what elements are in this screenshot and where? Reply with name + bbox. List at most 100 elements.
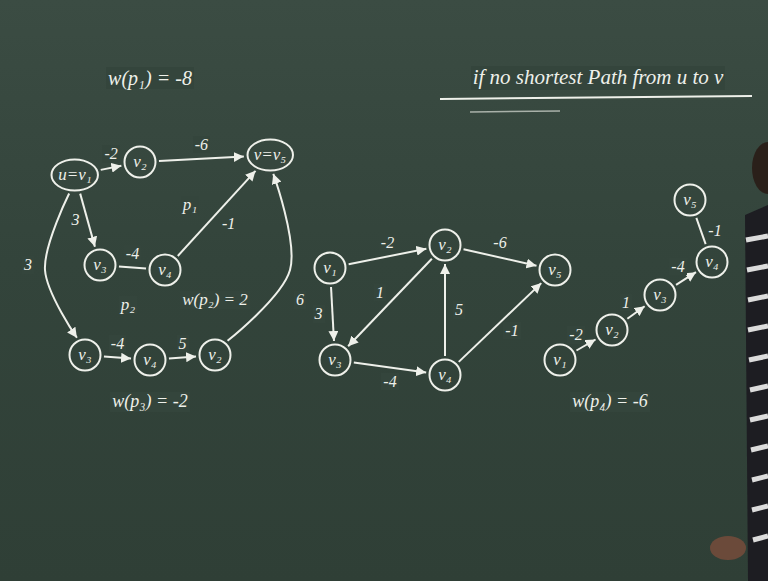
graph-vertex: v₄	[695, 245, 729, 279]
vertex-text: u=v₁	[58, 166, 91, 185]
vertex-circle	[150, 255, 181, 286]
vertex-name: v₃	[93, 256, 106, 275]
edge-weight: -4	[124, 245, 141, 263]
edge-weight: -2	[379, 234, 396, 252]
vertex-name: u=v₁	[58, 166, 91, 185]
vertex-name: v₁	[323, 259, 336, 278]
graph-edge	[354, 363, 426, 373]
annotation: w(p₁) = -8	[106, 67, 194, 89]
annotation: w(p₃) = -2	[110, 392, 189, 412]
vertex-name: v₂	[208, 346, 221, 365]
graph-vertex: v₂	[123, 145, 157, 179]
vertex-text: v₂	[208, 346, 221, 365]
vertex-circle	[85, 250, 116, 281]
graph-vertex: v₅	[538, 253, 572, 287]
vertex-text: v₄	[158, 261, 171, 280]
edge-weight: -6	[193, 136, 210, 154]
edge-weight: 1	[374, 284, 386, 302]
vertex-name: v₄	[143, 351, 156, 370]
edge-weight: -6	[491, 234, 508, 252]
vertex-circle	[125, 147, 156, 178]
graph-vertex: v₄	[428, 358, 462, 392]
graph-vertex: u=v₁	[50, 158, 99, 192]
edge-weight: 1	[620, 294, 632, 312]
vertex-text: v₃	[78, 346, 91, 365]
vertex-name: v₄	[705, 253, 718, 272]
vertex-text: v₄	[438, 366, 451, 385]
graph-vertex: v₁	[313, 251, 347, 285]
graph-vertex: v₅	[673, 183, 707, 217]
vertex-name: v₅	[683, 191, 696, 210]
graph-edge	[104, 356, 131, 358]
vertex-name: v₁	[553, 351, 566, 370]
annotation: p₁	[181, 196, 199, 215]
graph-edge	[464, 249, 537, 266]
graph-edge	[119, 266, 146, 268]
graph-edge	[159, 156, 244, 161]
vertex-circle	[430, 230, 461, 261]
vertex-circle	[597, 315, 628, 346]
edge-weight: -4	[381, 373, 398, 391]
graph-edge	[169, 356, 196, 358]
vertex-circle	[247, 140, 292, 171]
lecturer-head	[752, 142, 768, 194]
vertex-name: v₄	[158, 261, 171, 280]
edge-weight: 6	[294, 291, 306, 309]
vertex-circle	[52, 160, 98, 191]
graph-edge	[331, 287, 334, 341]
vertex-name: v₃	[653, 286, 666, 305]
vertex-name: v₂	[133, 153, 146, 172]
graph-vertex: v₃	[318, 343, 352, 377]
lecturer-hand	[710, 536, 746, 560]
vertex-circle	[200, 340, 231, 371]
vertex-name: v₂	[605, 321, 618, 340]
vertex-text: v₂	[133, 153, 146, 172]
vertex-text: v₃	[328, 351, 341, 370]
vertex-circle	[540, 255, 571, 286]
graph-vertex: v₂	[198, 338, 232, 372]
annotation: p₂	[119, 296, 137, 315]
vertex-name: v=v₅	[254, 146, 286, 165]
edge-weight: -2	[102, 145, 119, 163]
graph-vertex: v₃	[68, 338, 102, 372]
vertex-circle	[135, 345, 166, 376]
graph-vertex: v₂	[428, 228, 462, 262]
edge-weight: -2	[567, 326, 584, 344]
graph-vertex: v₁	[543, 343, 577, 377]
edge-weight: -4	[669, 258, 686, 276]
vertex-circle	[645, 280, 676, 311]
graph-edge	[444, 264, 446, 356]
vertex-text: v₂	[605, 321, 618, 340]
graph-edge	[80, 194, 95, 247]
vertex-circle	[315, 253, 346, 284]
underline	[440, 96, 752, 99]
edge-weight: 3	[70, 211, 82, 229]
edge-weight: -1	[503, 322, 520, 340]
vertex-text: v₃	[653, 286, 666, 305]
edge-weight: -1	[220, 215, 237, 233]
graph-edge	[228, 174, 292, 341]
graph-vertex: v₄	[148, 253, 182, 287]
edge-weight: 3	[22, 256, 34, 274]
vertex-text: v₅	[548, 261, 561, 280]
vertex-text: v₄	[705, 253, 718, 272]
vertex-text: v₃	[93, 256, 106, 275]
edge-weight: -4	[109, 335, 126, 353]
vertex-text: v₅	[683, 191, 696, 210]
underline	[470, 111, 560, 112]
vertex-text: v₂	[438, 236, 451, 255]
graph-edge	[101, 166, 122, 170]
edge-weight: 3	[313, 305, 325, 323]
graph-vertex: v₃	[643, 278, 677, 312]
vertex-name: v₃	[328, 351, 341, 370]
vertex-circle	[430, 360, 461, 391]
graph-edge	[696, 218, 705, 244]
vertex-circle	[70, 340, 101, 371]
vertex-name: v₃	[78, 346, 91, 365]
vertex-name: v₂	[438, 236, 451, 255]
annotation: if no shortest Path from u to v	[471, 66, 726, 89]
vertex-text: v=v₅	[254, 146, 286, 165]
vertex-text: v₁	[553, 351, 566, 370]
graph-vertex: v₂	[595, 313, 629, 347]
